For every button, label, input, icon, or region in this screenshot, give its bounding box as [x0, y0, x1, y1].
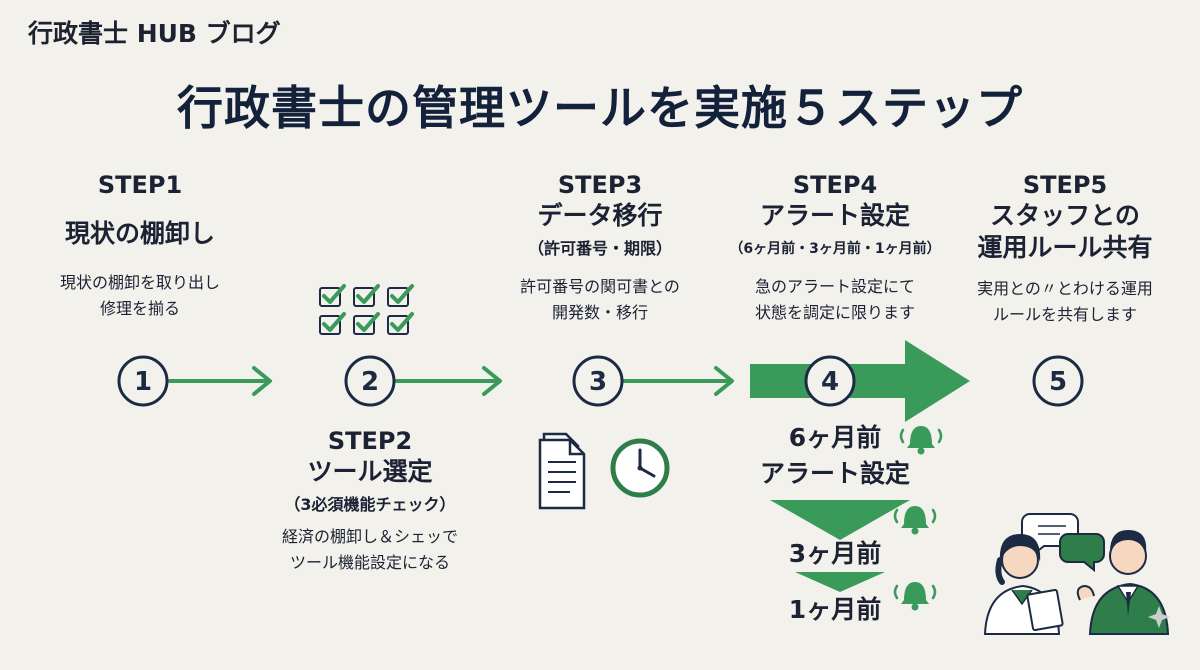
step4-desc-line2: 状態を調定に限ります [754, 303, 915, 322]
step3-column: STEP3 データ移行 （許可番号・期限） 許可番号の関可書との 開発数・移行 [480, 170, 720, 326]
step1-desc-line1: 現状の棚卸を取り出し [59, 273, 220, 292]
funnel-arrow-large [770, 500, 910, 540]
bell-icon-alert [893, 506, 937, 535]
step4-column: STEP4 アラート設定 （6ヶ月前・3ヶ月前・1ヶ月前） 急のアラート設定にて… [705, 170, 965, 326]
step5-label: STEP5 [1022, 171, 1108, 199]
alert-6-month: 6ヶ月前 [788, 423, 882, 452]
step4-desc-line1: 急のアラート設定にて [754, 277, 915, 296]
step-number-1: 1 [134, 367, 152, 397]
step3-desc-line1: 許可番号の関可書との [520, 277, 680, 296]
bell-icon-1-month [893, 582, 937, 611]
checklist-icon [319, 287, 409, 335]
step-number-4: 4 [821, 367, 839, 397]
step-number-5: 5 [1049, 367, 1067, 397]
step2-name: ツール選定 [307, 457, 433, 486]
step3-name: データ移行 [537, 201, 663, 230]
step-circle-4 [804, 355, 856, 407]
step1-label: STEP1 [97, 171, 183, 199]
alert-1-month: 1ヶ月前 [788, 595, 882, 624]
step5-desc-line1: 実用との〃とわける運用 [977, 279, 1153, 298]
step1-name: 現状の棚卸し [64, 219, 215, 248]
arrow-2-3 [395, 366, 502, 396]
arrow-3-4 [622, 366, 734, 396]
step2-desc-line2: ツール機能設定になる [289, 553, 450, 572]
step-circle-2 [344, 355, 396, 407]
step1-desc-line2: 修理を揃る [99, 299, 180, 318]
step4-label: STEP4 [792, 171, 878, 199]
step2-desc-line1: 経済の棚卸し＆シェッで [281, 527, 458, 546]
step5-name-line1: スタッフとの [990, 201, 1140, 230]
step2-column: STEP2 ツール選定 （3必須機能チェック） 経済の棚卸し＆シェッで ツール機… [250, 426, 490, 576]
step-circle-5 [1032, 355, 1084, 407]
document-icon [538, 432, 586, 510]
step3-sub: （許可番号・期限） [527, 239, 672, 258]
step5-name-line2: 運用ルール共有 [977, 233, 1153, 262]
alert-3-month: 3ヶ月前 [788, 539, 882, 568]
step-number-2: 2 [361, 367, 379, 397]
page-title: 行政書士の管理ツールを実施５ステップ [177, 81, 1023, 135]
step4-sub: （6ヶ月前・3ヶ月前・1ヶ月前） [729, 241, 941, 257]
step2-sub: （3必須機能チェック） [284, 495, 456, 514]
bell-icon-6-month [899, 426, 943, 455]
clock-icon [610, 438, 670, 498]
step3-label: STEP3 [557, 171, 643, 199]
step-number-3: 3 [589, 367, 607, 397]
funnel-arrow-small [795, 572, 885, 592]
step-circle-3 [572, 355, 624, 407]
big-arrow-4-5 [750, 340, 970, 422]
step2-label: STEP2 [327, 427, 413, 455]
staff-meeting-illustration [983, 513, 1170, 635]
step4-name: アラート設定 [759, 201, 910, 230]
brand-title: 行政書士 HUB ブログ [28, 19, 281, 48]
step3-desc-line2: 開発数・移行 [551, 303, 648, 322]
alert-setting-label: アラート設定 [759, 459, 910, 488]
step5-column: STEP5 スタッフとの 運用ルール共有 実用との〃とわける運用 ルールを共有し… [945, 170, 1185, 328]
arrow-1-2 [168, 366, 272, 396]
step1-column: STEP1 現状の棚卸し 現状の棚卸を取り出し 修理を揃る [30, 170, 250, 322]
step5-desc-line2: ルールを共有します [992, 305, 1137, 324]
step-circle-1 [117, 355, 169, 407]
